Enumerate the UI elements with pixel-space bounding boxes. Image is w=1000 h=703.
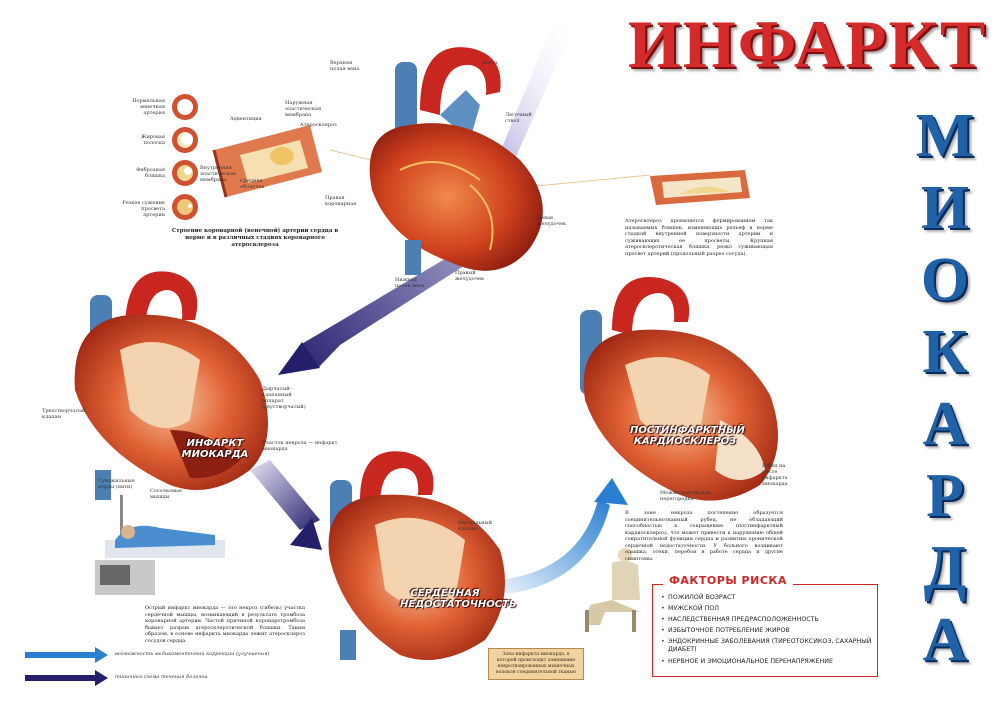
- heart-label: Трехстворчатый клапан: [42, 408, 86, 420]
- vessel-label: Наружная эластическая мембрана: [285, 100, 322, 118]
- heart-infarct-drawing: [74, 271, 268, 500]
- poster-title: ИНФАРКТ: [628, 6, 988, 82]
- stage-label-sclerosis: ПОСТИНФАРКТНЫЙ КАРДИОСКЛЕРОЗ: [630, 425, 745, 447]
- legend-blue-text: возможность медикаментозной коррекции (у…: [115, 651, 270, 657]
- risk-factor-item: МУЖСКОЙ ПОЛ: [660, 603, 874, 614]
- vessel-label: Внутренняя эластическая мембрана: [200, 165, 237, 183]
- vessel-label: Средняя оболочка: [240, 178, 265, 190]
- legend-navy-text: типичная схема течения болезни: [115, 674, 208, 680]
- heart-top-drawing: [369, 47, 543, 275]
- title-letter: Д: [923, 534, 967, 602]
- heart-label: Левая желудочек: [537, 215, 567, 227]
- heart-label: Дырчатый-клапанный аппарат (двустворчаты…: [262, 386, 306, 410]
- heart-label: Правый желудочек: [455, 270, 485, 282]
- risk-factor-item: НЕРВНОЕ И ЭМОЦИОНАЛЬНОЕ ПЕРЕНАПРЯЖЕНИЕ: [660, 656, 874, 667]
- heart-label: Верхняя полая вена: [330, 60, 360, 72]
- title-letter: А: [922, 606, 968, 674]
- stage-label-infarct: ИНФАРКТ МИОКАРДА: [181, 438, 249, 460]
- vessel-label: Адвентиция: [230, 116, 262, 122]
- risk-factors-list: ПОЖИЛОЙ ВОЗРАСТ МУЖСКОЙ ПОЛ НАСЛЕДСТВЕНН…: [660, 592, 874, 667]
- heart-label: Рубец на месте инфаркта миокарда: [762, 463, 788, 487]
- legend-arrow-navy: [25, 670, 108, 686]
- scar-text: В зоне некроза постепенно образуется сое…: [625, 510, 783, 562]
- atherosclerosis-text: Атеросклероз проявляется формированием т…: [625, 218, 773, 257]
- artery-stage-label: Жировая полоска: [140, 134, 165, 146]
- artery-stage-label: Резкое сужение просвета артерии: [122, 200, 165, 218]
- risk-factors-title: ФАКТОРЫ РИСКА: [663, 574, 793, 587]
- heart-failure-drawing: [328, 451, 505, 660]
- heart-label: Межжелудочковая перегородка: [660, 490, 711, 502]
- risk-factor-item: НАСЛЕДСТВЕННАЯ ПРЕДРАСПОЛОЖЕННОСТЬ: [660, 614, 874, 625]
- progression-arrow-1: [278, 18, 575, 375]
- seated-person-drawing: [585, 548, 640, 632]
- heart-label: Участок некроза — инфаркт миокарда: [262, 440, 338, 452]
- poster-title-vertical: М И О К А Р Д А: [905, 100, 985, 676]
- zone-caption-box: Зона инфаркта миокарда, в которой происх…: [488, 648, 584, 680]
- patient-in-bed-drawing: [95, 495, 225, 595]
- artery-stage-label: Фиброзная бляшка: [136, 167, 165, 179]
- progression-arrow-2: [250, 460, 322, 550]
- artery-stage-label: Нормальная венечная артерия: [132, 98, 165, 116]
- heart-label: Сухожильные хорды (нити): [98, 478, 135, 490]
- progression-arrow-3: [500, 478, 628, 595]
- risk-factor-item: ЭНДОКРИННЫЕ ЗАБОЛЕВАНИЯ (ТИРЕОТОКСИКОЗ, …: [660, 638, 874, 654]
- heart-label: Сосочковые мышцы: [150, 488, 182, 500]
- title-letter: К: [922, 318, 968, 386]
- heart-label: Правая коронарная: [325, 195, 357, 207]
- risk-factor-item: ПОЖИЛОЙ ВОЗРАСТ: [660, 592, 874, 603]
- artery-segment-drawing: [212, 125, 322, 198]
- title-letter: М: [915, 102, 975, 170]
- heart-label: Митральный клапан: [458, 520, 492, 532]
- artery-caption: Строение коронарной (венечной) артерии с…: [171, 228, 339, 248]
- legend-arrow-blue: [25, 647, 108, 663]
- title-letter: О: [920, 246, 970, 314]
- title-letter: Р: [926, 462, 964, 530]
- vessel-label: Атеросклероз: [300, 122, 337, 128]
- heart-sclerosis-drawing: [580, 277, 778, 501]
- risk-factor-item: ИЗБЫТОЧНОЕ ПОТРЕБЛЕНИЕ ЖИРОВ: [660, 625, 874, 636]
- heart-label: Нижняя полая вена: [395, 277, 425, 289]
- title-letter: А: [922, 390, 968, 458]
- heart-label: Аорта: [482, 60, 498, 66]
- stage-label-failure: СЕРДЕЧНАЯ НЕДОСТАТОЧНОСТЬ: [400, 588, 517, 610]
- artery-cross-sections: [172, 94, 198, 220]
- title-letter: И: [920, 174, 970, 242]
- heart-label: Легочный ствол: [505, 112, 532, 124]
- atherosclerosis-vessel-drawing: [650, 170, 750, 205]
- acute-infarct-text: Острый инфаркт миокарда — это некроз (ги…: [145, 605, 305, 644]
